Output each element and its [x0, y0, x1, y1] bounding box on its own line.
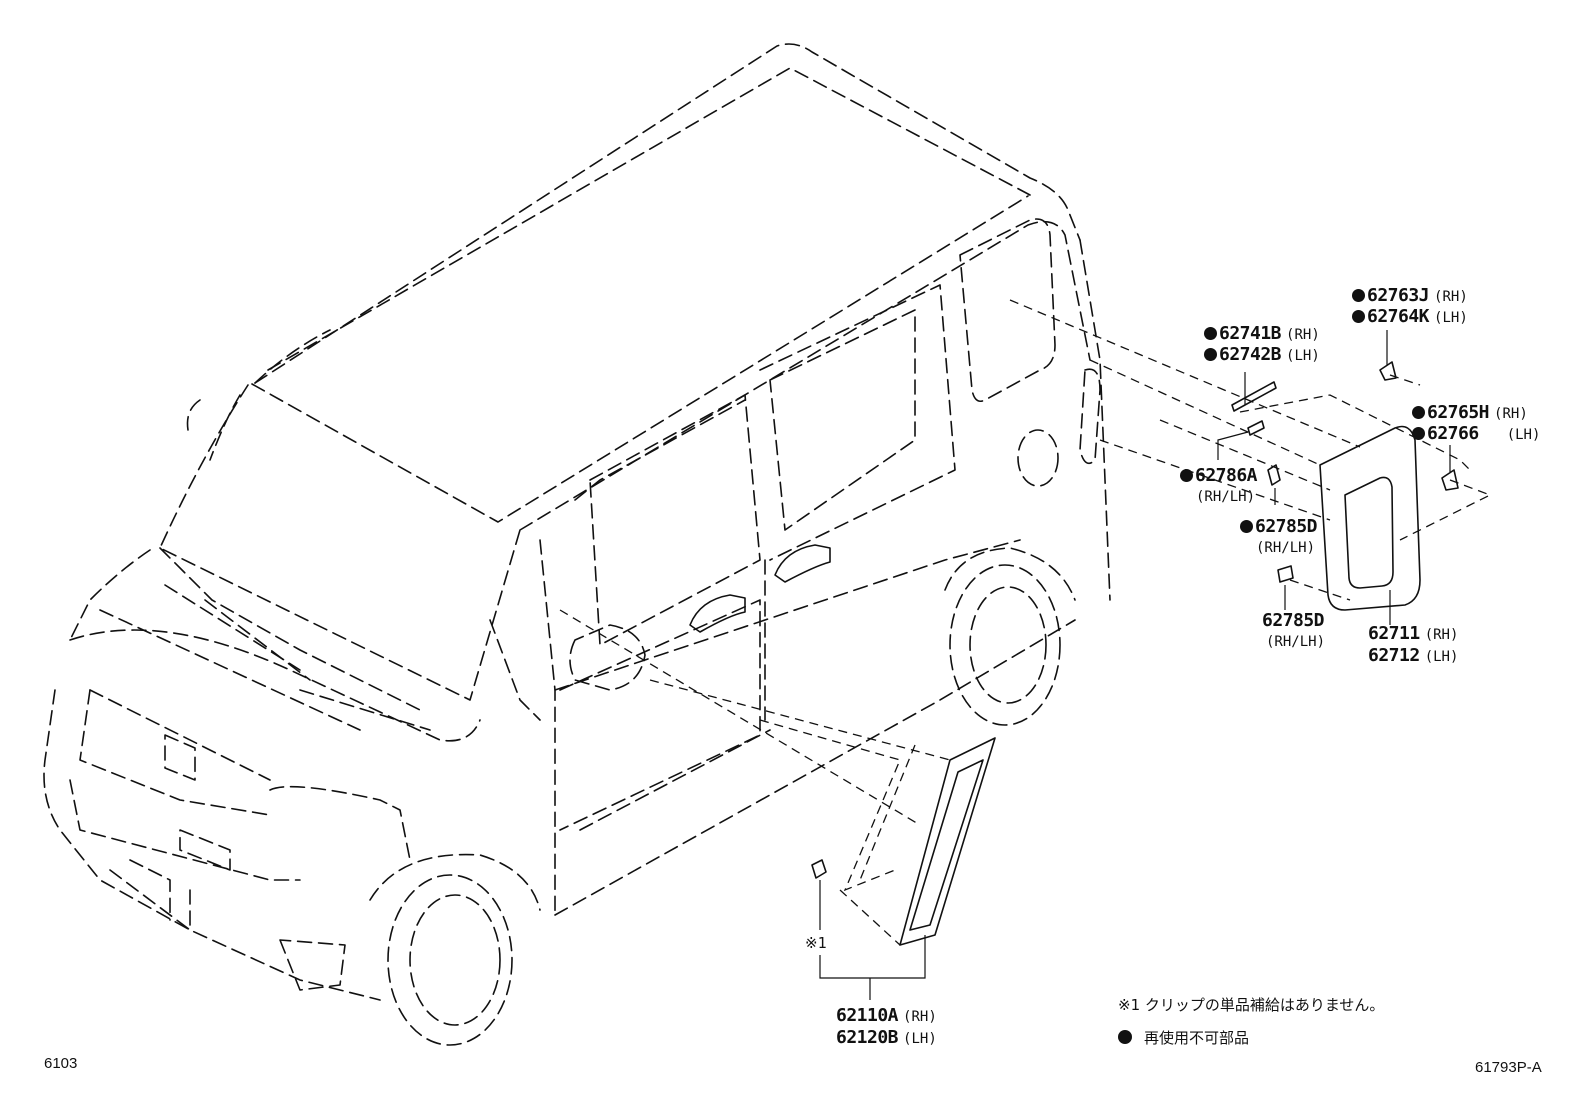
part-label-62110a: 62110A(RH) — [836, 1007, 937, 1025]
figure-code-right: 61793P-A — [1475, 1059, 1542, 1076]
part-side: (LH) — [903, 1031, 937, 1047]
front-garnish-part — [899, 737, 996, 946]
part-number: 62786A — [1195, 465, 1258, 486]
note-clip-not-supplied: ※1 クリップの単品補給はありません。 — [1118, 996, 1385, 1014]
part-side: (LH) — [1286, 348, 1320, 364]
quarter-panel-part — [1319, 425, 1421, 611]
part-side-62785d-lower: (RH/LH) — [1266, 634, 1326, 650]
non-reusable-mark-icon — [1352, 310, 1365, 323]
non-reusable-mark-icon — [1204, 327, 1217, 340]
part-label-62785d-upper: 62785D — [1240, 516, 1318, 537]
note-non-reusable-text: 再使用不可部品 — [1144, 1029, 1250, 1047]
part-side: (RH) — [1286, 327, 1320, 343]
non-reusable-mark-icon — [1352, 289, 1365, 302]
part-label-62741b: 62741B(RH) — [1204, 325, 1320, 343]
part-side: (LH) — [1434, 310, 1468, 326]
clip-mark: ※1 — [805, 934, 827, 952]
part-number: 62120B — [836, 1027, 899, 1048]
part-label-62766: 62766 (LH) — [1412, 425, 1540, 443]
non-reusable-mark-icon — [1412, 406, 1425, 419]
part-label-62786a: 62786A — [1180, 465, 1258, 486]
part-side: (RH) — [1494, 406, 1528, 422]
non-reusable-mark-icon — [1412, 427, 1425, 440]
part-label-62765h: 62765H(RH) — [1412, 404, 1528, 422]
part-number: 62110A — [836, 1005, 899, 1026]
part-label-62711: 62711(RH) — [1368, 625, 1458, 643]
part-side: (LH) — [1506, 427, 1541, 443]
part-label-62120b: 62120B(LH) — [836, 1029, 937, 1047]
part-label-62712: 62712(LH) — [1368, 647, 1458, 665]
part-side-62786a: (RH/LH) — [1196, 489, 1256, 505]
non-reusable-mark-icon — [1204, 348, 1217, 361]
part-number: 62742B — [1219, 344, 1282, 365]
part-side: (RH) — [1434, 289, 1468, 305]
part-label-62742b: 62742B(LH) — [1204, 346, 1320, 364]
part-side: (RH) — [903, 1009, 937, 1025]
part-number: 62741B — [1219, 323, 1282, 344]
part-side: (RH) — [1424, 627, 1459, 643]
figure-code-left: 6103 — [44, 1055, 78, 1072]
part-number: 62785D — [1255, 516, 1318, 537]
exploded-parts — [559, 299, 1492, 1000]
part-side: (LH) — [1424, 649, 1459, 665]
note-non-reusable: 再使用不可部品 — [1118, 1030, 1249, 1046]
part-number: 62711 — [1368, 623, 1420, 644]
part-number: 62763J — [1367, 285, 1430, 306]
part-number: 62764K — [1367, 306, 1430, 327]
part-number: 62712 — [1368, 645, 1420, 666]
non-reusable-mark-icon — [1240, 520, 1253, 533]
part-number: 62766 — [1427, 423, 1479, 444]
part-label-62763j: 62763J(RH) — [1352, 287, 1468, 305]
non-reusable-legend-icon — [1118, 1030, 1132, 1044]
part-label-62785d-lower: 62785D — [1262, 610, 1325, 631]
part-label-62764k: 62764K(LH) — [1352, 308, 1468, 326]
part-side-62785d-upper: (RH/LH) — [1256, 540, 1316, 556]
part-number: 62765H — [1427, 402, 1490, 423]
vehicle-outline — [43, 43, 1111, 1046]
non-reusable-mark-icon — [1180, 469, 1193, 482]
